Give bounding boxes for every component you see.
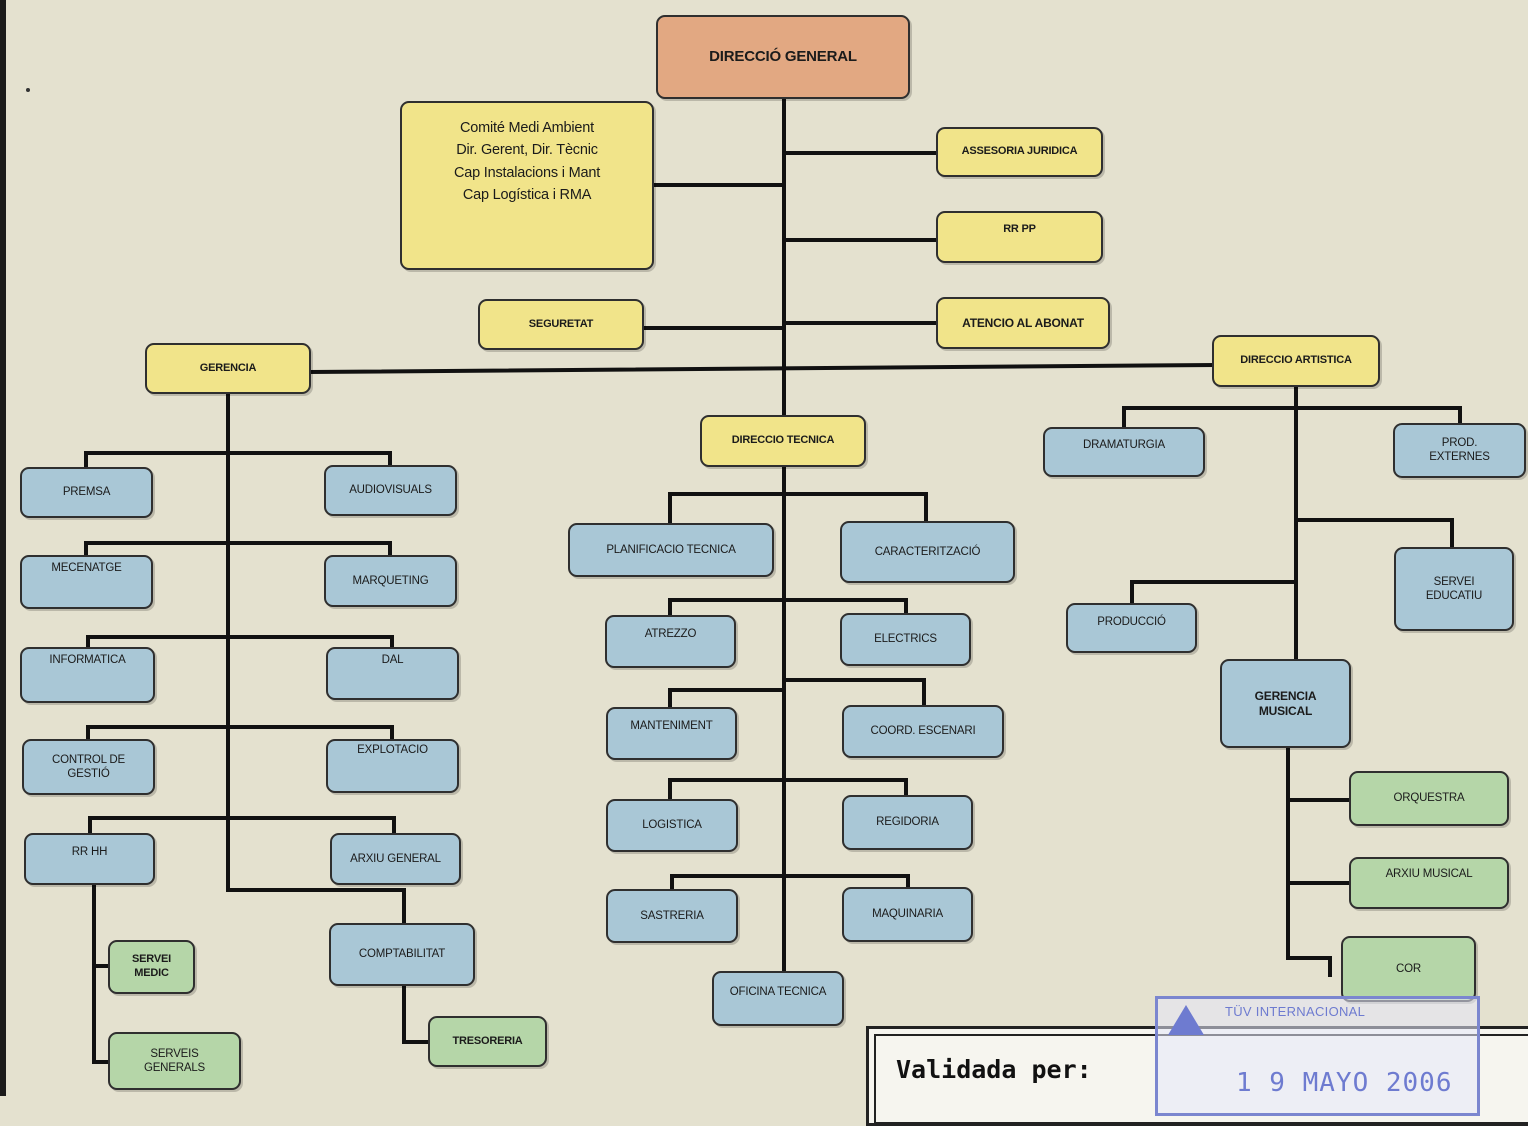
orquestra-box[interactable]: ORQUESTRA bbox=[1349, 771, 1509, 826]
connector-lines bbox=[84, 96, 1462, 1064]
validation-label: Validada per: bbox=[896, 1055, 1092, 1084]
oficina-tecnica-box[interactable]: OFICINA TECNICA bbox=[712, 971, 844, 1026]
stamp-logo-icon bbox=[1168, 1005, 1204, 1035]
seguretat-box[interactable]: SEGURETAT bbox=[478, 299, 644, 350]
assessoria-juridica-box[interactable]: ASSESORIA JURIDICA bbox=[936, 127, 1103, 177]
rr-hh-box[interactable]: RR HH bbox=[24, 833, 155, 885]
arxiu-general-box[interactable]: ARXIU GENERAL bbox=[330, 833, 461, 885]
dramaturgia-box[interactable]: DRAMATURGIA bbox=[1043, 427, 1205, 477]
manteniment-box[interactable]: MANTENIMENT bbox=[606, 707, 737, 760]
informatica-box[interactable]: INFORMATICA bbox=[20, 647, 155, 703]
tresoreria-box[interactable]: TRESORERIA bbox=[428, 1016, 547, 1067]
rr-pp-box[interactable]: RR PP bbox=[936, 211, 1103, 263]
connector bbox=[307, 362, 1217, 375]
control-gestio-box[interactable]: CONTROL DE GESTIÓ bbox=[22, 739, 155, 795]
atrezzo-box[interactable]: ATREZZO bbox=[605, 615, 736, 668]
arxiu-musical-box[interactable]: ARXIU MUSICAL bbox=[1349, 857, 1509, 909]
marqueting-box[interactable]: MARQUETING bbox=[324, 555, 457, 607]
atencio-abonat-box[interactable]: ATENCIO AL ABONAT bbox=[936, 297, 1110, 349]
coord-escenari-box[interactable]: COORD. ESCENARI bbox=[842, 705, 1004, 758]
electrics-box[interactable]: ELECTRICS bbox=[840, 613, 971, 666]
gerencia-box[interactable]: GERENCIA bbox=[145, 343, 311, 394]
explotacio-box[interactable]: EXPLOTACIO bbox=[326, 739, 459, 793]
direccio-general-box[interactable]: DIRECCIÓ GENERAL bbox=[656, 15, 910, 99]
stamp-org: TÜV INTERNACIONAL bbox=[1225, 1004, 1366, 1019]
mecenatge-box[interactable]: MECENATGE bbox=[20, 555, 153, 609]
audiovisuals-box[interactable]: AUDIOVISUALS bbox=[324, 465, 457, 516]
planificacio-tecnica-box[interactable]: PLANIFICACIO TECNICA bbox=[568, 523, 774, 577]
serveis-generals-box[interactable]: SERVEIS GENERALS bbox=[108, 1032, 241, 1090]
caracteritzacio-box[interactable]: CARACTERITZACIÓ bbox=[840, 521, 1015, 583]
page-frame-edge bbox=[0, 0, 6, 1096]
org-chart: DIRECCIÓ GENERAL Comité Medi Ambient Dir… bbox=[20, 15, 1526, 1090]
sastreria-box[interactable]: SASTRERIA bbox=[606, 889, 738, 943]
logistica-box[interactable]: LOGISTICA bbox=[606, 799, 738, 852]
premsa-box[interactable]: PREMSA bbox=[20, 467, 153, 518]
direccio-artistica-box[interactable]: DIRECCIO ARTISTICA bbox=[1212, 335, 1380, 387]
gerencia-musical-box[interactable]: GERENCIA MUSICAL bbox=[1220, 659, 1351, 748]
stamp-date: 1 9 MAYO 2006 bbox=[1236, 1068, 1453, 1098]
servei-educatiu-box[interactable]: SERVEI EDUCATIU bbox=[1394, 547, 1514, 631]
produccio-box[interactable]: PRODUCCIÓ bbox=[1066, 603, 1197, 653]
comptabilitat-box[interactable]: COMPTABILITAT bbox=[329, 923, 475, 986]
speck bbox=[26, 88, 30, 92]
comite-medi-ambient-box[interactable]: Comité Medi Ambient Dir. Gerent, Dir. Tè… bbox=[400, 101, 654, 270]
maquinaria-box[interactable]: MAQUINARIA bbox=[842, 887, 973, 942]
dal-box[interactable]: DAL bbox=[326, 647, 459, 700]
cor-box[interactable]: COR bbox=[1341, 936, 1476, 1002]
servei-medic-box[interactable]: SERVEI MEDIC bbox=[108, 940, 195, 994]
regidoria-box[interactable]: REGIDORIA bbox=[842, 795, 973, 850]
prod-externes-box[interactable]: PROD. EXTERNES bbox=[1393, 423, 1526, 478]
direccio-tecnica-box[interactable]: DIRECCIO TECNICA bbox=[700, 415, 866, 467]
